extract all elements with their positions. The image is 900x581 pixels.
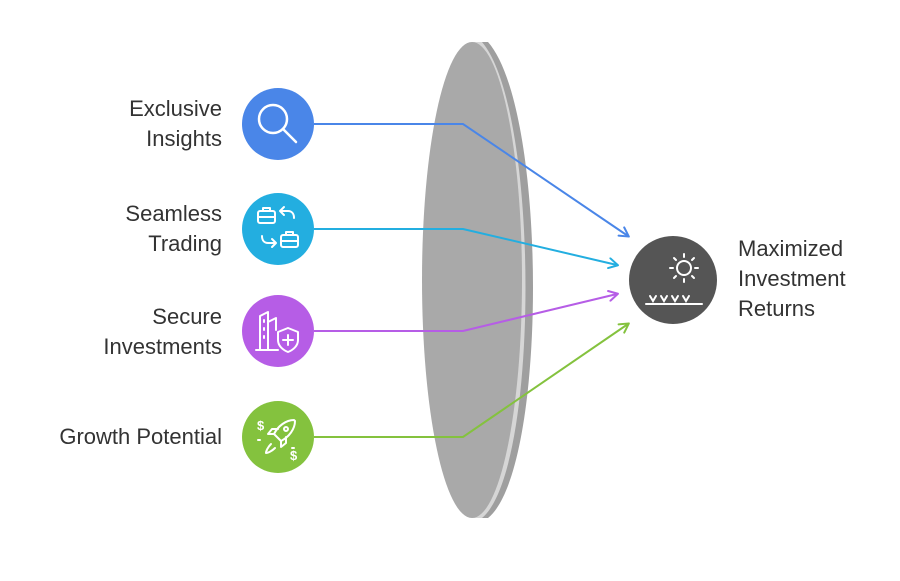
label-line: Returns xyxy=(738,296,816,321)
label-line: Secure xyxy=(152,304,222,329)
connector-exclusive-insights xyxy=(314,123,630,238)
label-growth-potential: Growth Potential xyxy=(0,422,222,452)
label-line: Maximized xyxy=(738,236,844,261)
sun-sprout-icon xyxy=(645,253,703,305)
label-seamless-trading: Seamless Trading xyxy=(0,199,222,259)
input-node-growth-potential: $ $ xyxy=(242,401,314,473)
label-line: Trading xyxy=(148,231,222,256)
briefcase-exchange-icon xyxy=(257,206,299,248)
input-node-exclusive-insights xyxy=(242,88,314,160)
magnifier-icon xyxy=(257,103,298,144)
label-line: Seamless xyxy=(125,201,222,226)
lens xyxy=(422,42,533,518)
building-shield-icon xyxy=(255,311,299,353)
input-node-seamless-trading xyxy=(242,193,314,265)
label-line: Investment xyxy=(738,266,846,291)
connector-secure-investments xyxy=(314,290,619,332)
label-output: Maximized Investment Returns xyxy=(738,234,900,324)
connector-growth-potential xyxy=(314,322,630,438)
connectors xyxy=(314,123,630,438)
label-line: Growth Potential xyxy=(59,424,222,449)
label-secure-investments: Secure Investments xyxy=(0,302,222,362)
label-line: Investments xyxy=(103,334,222,359)
label-exclusive-insights: Exclusive Insights xyxy=(0,94,222,154)
label-line: Insights xyxy=(146,126,222,151)
label-line: Exclusive xyxy=(129,96,222,121)
rocket-dollar-icon: $ $ xyxy=(257,418,298,463)
connector-seamless-trading xyxy=(314,228,619,270)
lens-face xyxy=(422,42,522,518)
output-node xyxy=(629,236,717,324)
svg-text:$: $ xyxy=(290,448,298,463)
input-node-secure-investments xyxy=(242,295,314,367)
svg-text:$: $ xyxy=(257,418,265,433)
